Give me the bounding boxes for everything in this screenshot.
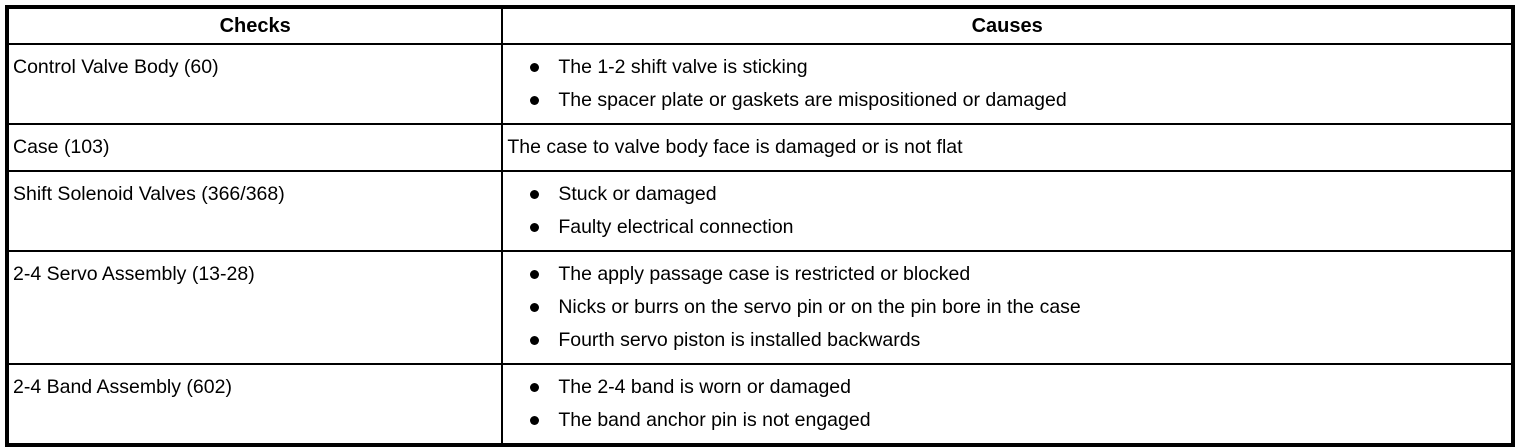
cause-line: The 2-4 band is worn or damaged — [503, 371, 1503, 404]
cause-line: Fourth servo piston is installed backwar… — [503, 324, 1503, 357]
cause-text: The 2-4 band is worn or damaged — [558, 376, 851, 398]
cause-line: The band anchor pin is not engaged — [503, 404, 1503, 437]
causes-column-header: Causes — [501, 6, 1514, 45]
bullet-icon — [530, 96, 540, 105]
cause-text: The case to valve body face is damaged o… — [507, 136, 963, 158]
bullet-icon — [530, 303, 540, 312]
check-label: 2-4 Band Assembly (602) — [13, 376, 232, 398]
table-row: Shift Solenoid Valves (366/368) Stuck or … — [5, 170, 1514, 252]
cause-text: Stuck or damaged — [558, 183, 717, 205]
cause-line: The 1-2 shift valve is sticking — [503, 51, 1503, 84]
table-row: 2-4 Servo Assembly (13-28) The apply pass… — [5, 250, 1514, 365]
cause-text: The 1-2 shift valve is sticking — [558, 56, 808, 78]
check-cell: Case (103) — [5, 123, 504, 172]
cause-text: The spacer plate or gaskets are misposit… — [558, 89, 1067, 111]
bullet-icon — [530, 416, 540, 425]
check-label: Case (103) — [13, 136, 110, 158]
table-row: Case (103) The case to valve body face is… — [5, 123, 1514, 172]
cause-line: Stuck or damaged — [503, 178, 1503, 211]
causes-list: The case to valve body face is damaged o… — [503, 125, 1511, 170]
cause-line: Nicks or burrs on the servo pin or on th… — [503, 291, 1503, 324]
check-cell: Control Valve Body (60) — [5, 43, 504, 125]
checks-column-header: Checks — [5, 6, 504, 45]
cause-text: The band anchor pin is not engaged — [558, 409, 871, 431]
check-label: 2-4 Servo Assembly (13-28) — [13, 263, 255, 285]
cause-text: The apply passage case is restricted or … — [558, 263, 971, 285]
cause-line: The spacer plate or gaskets are misposit… — [503, 84, 1503, 117]
bullet-icon — [530, 270, 540, 279]
bullet-icon — [530, 383, 540, 392]
check-cell: Shift Solenoid Valves (366/368) — [5, 170, 504, 252]
check-cell: 2-4 Band Assembly (602) — [5, 363, 504, 446]
bullet-icon — [530, 336, 540, 345]
bullet-icon — [530, 190, 540, 199]
cause-text: Faulty electrical connection — [558, 216, 794, 238]
causes-cell: The case to valve body face is damaged o… — [501, 123, 1514, 172]
table-row: Control Valve Body (60) The 1-2 shift val… — [5, 43, 1514, 125]
causes-list: The apply passage case is restricted or … — [503, 252, 1511, 363]
cause-line: The case to valve body face is damaged o… — [503, 131, 1503, 164]
causes-cell: The apply passage case is restricted or … — [501, 250, 1514, 365]
cause-line: The apply passage case is restricted or … — [503, 258, 1503, 291]
check-label: Shift Solenoid Valves (366/368) — [13, 183, 285, 205]
cause-text: Fourth servo piston is installed backwar… — [558, 329, 921, 351]
check-label: Control Valve Body (60) — [13, 56, 219, 78]
bullet-icon — [530, 63, 540, 72]
cause-text: Nicks or burrs on the servo pin or on th… — [558, 296, 1081, 318]
checks-causes-table: Checks Causes Control Valve Body (60) The… — [5, 5, 1515, 447]
table-row: 2-4 Band Assembly (602) The 2-4 band is w… — [5, 363, 1514, 446]
bullet-icon — [530, 223, 540, 232]
table-body: Control Valve Body (60) The 1-2 shift val… — [5, 43, 1514, 446]
cause-line: Faulty electrical connection — [503, 211, 1503, 244]
check-cell: 2-4 Servo Assembly (13-28) — [5, 250, 504, 365]
header-row: Checks Causes — [5, 6, 1514, 45]
